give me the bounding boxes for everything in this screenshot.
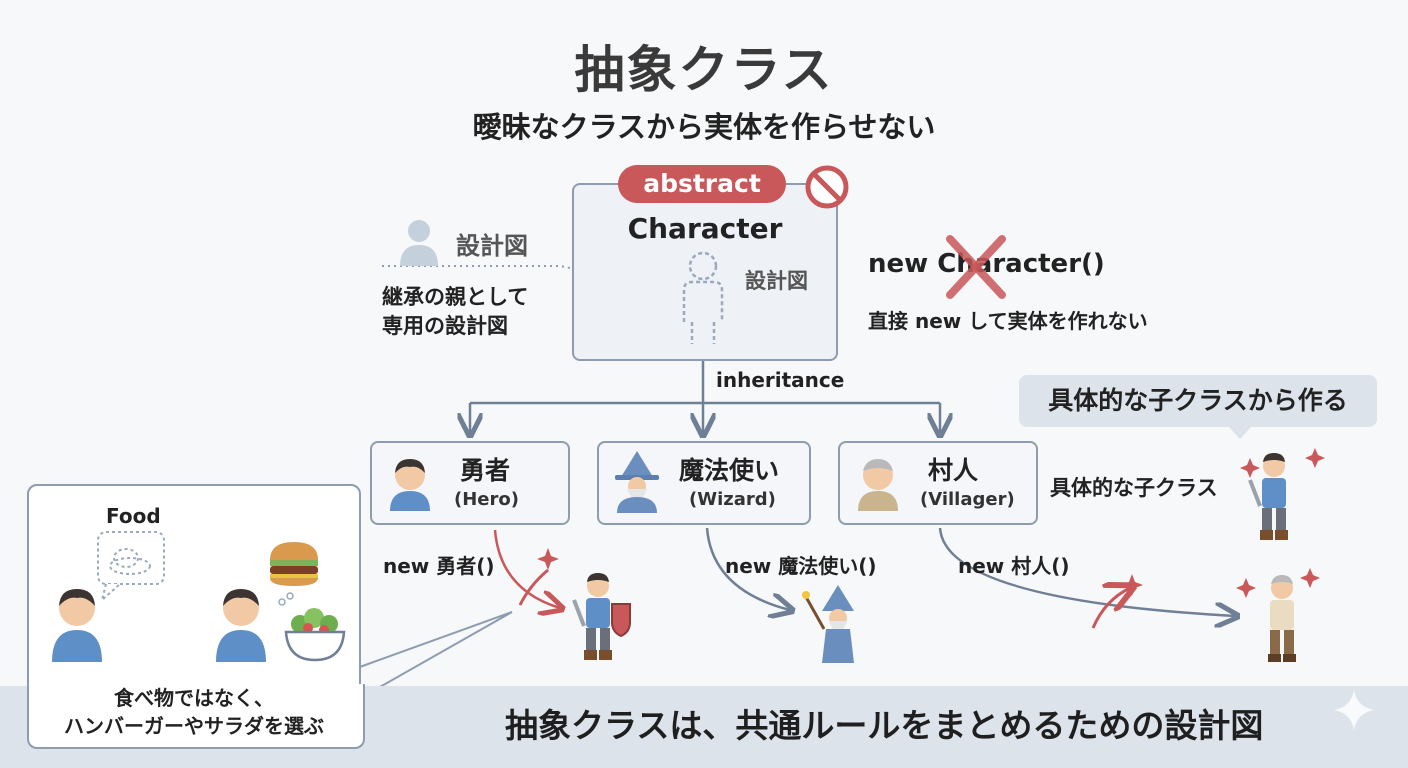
page-subtitle: 曖昧なクラスから実体を作らせない: [472, 110, 936, 144]
sparkle-decoration-icon: [1334, 690, 1374, 730]
food-caption-line2-front: ハンバーガーやサラダを選ぶ: [64, 714, 324, 738]
callout-tail: [1228, 426, 1252, 439]
hamburger-icon: [270, 542, 318, 586]
blueprint-figure-icon: [682, 251, 724, 344]
abstract-class-name: Character: [627, 212, 783, 245]
person-before-icon: [52, 589, 102, 662]
blueprint-label: 設計図: [456, 232, 528, 260]
food-caption-line1-front: 食べ物ではなく、: [114, 686, 274, 710]
sparkle-icons: [537, 448, 1325, 598]
person-icon: [400, 220, 438, 266]
concrete-child-label: 具体的な子クラス: [1050, 476, 1218, 500]
child-class-villager: 村人 (Villager): [838, 441, 1038, 525]
villager-avatar-icon: [858, 459, 898, 511]
hero-instance-icon: [572, 573, 631, 660]
salad-icon: [284, 608, 346, 662]
villager-new-call: new 村人(): [958, 554, 1070, 578]
food-label: Food: [106, 504, 161, 528]
food-panel-bottom: [27, 684, 365, 749]
villager-english: (Villager): [920, 489, 1015, 510]
blueprint-note-line1: 継承の親として: [382, 285, 529, 309]
concrete-callout: 具体的な子クラスから作る: [1019, 375, 1377, 427]
hero-english: (Hero): [454, 489, 519, 510]
hero-new-arrow: [493, 529, 560, 608]
wizard-name: 魔法使い: [679, 456, 780, 485]
child-class-hero: 勇者 (Hero): [370, 441, 570, 525]
concrete-child-instance-icon: [1248, 453, 1288, 540]
page-title: 抽象クラス: [574, 41, 834, 99]
prohibited-icon: [805, 165, 849, 209]
hero-name: 勇者: [460, 456, 511, 485]
hero-avatar-icon: [390, 459, 430, 511]
thought-dots: [278, 592, 294, 606]
child-class-wizard: 魔法使い (Wizard): [597, 441, 811, 525]
wizard-instance-icon: [802, 585, 854, 663]
wizard-new-call: new 魔法使い(): [725, 554, 877, 578]
person-after-icon: [216, 589, 266, 662]
cross-mark-icon: [946, 235, 1006, 299]
abstract-badge: abstract: [618, 165, 786, 203]
villager-instance-icon: [1268, 575, 1296, 662]
wizard-avatar-icon: [615, 451, 659, 513]
inner-blueprint-label: 設計図: [745, 269, 808, 293]
blueprint-note-line2: 専用の設計図: [382, 314, 508, 338]
wizard-new-arrow: [705, 527, 790, 610]
direct-new-note: 直接 new して実体を作れない: [868, 309, 1148, 333]
hero-new-call: new 勇者(): [383, 554, 495, 578]
food-panel-pointer: [356, 611, 513, 701]
inheritance-tree: [470, 359, 940, 433]
wizard-english: (Wizard): [689, 489, 776, 510]
villager-new-arrow: [938, 527, 1235, 616]
food-thought-bubble: [97, 531, 165, 603]
inheritance-label: inheritance: [716, 368, 845, 392]
bottom-message: 抽象クラスは、共通ルールをまとめるための設計図: [505, 706, 1264, 745]
villager-name: 村人: [928, 456, 979, 485]
